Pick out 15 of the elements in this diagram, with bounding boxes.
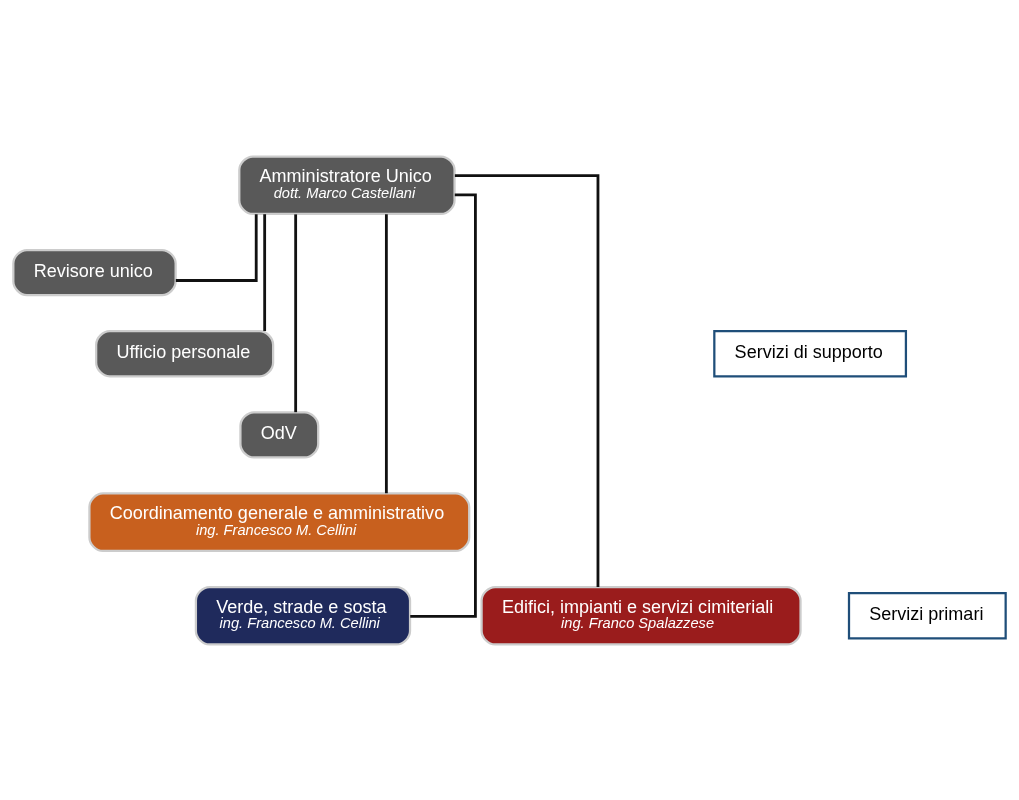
node-box: Ufficio personale [95, 329, 275, 377]
connector [175, 213, 258, 282]
node-box: Verde, strade e sosta ing. Francesco M. Cellini [194, 585, 412, 646]
node-box: OdV [239, 410, 320, 459]
connector [294, 213, 298, 412]
node-box: Edifici, impianti e servizi cimiteriali ing. Franco Spalazzese [480, 585, 802, 646]
connector [384, 213, 388, 493]
connector [263, 213, 267, 331]
connector [410, 192, 477, 618]
node-box: Revisore unico [12, 248, 177, 296]
node-box: Servizi primari [847, 591, 1007, 639]
connector [454, 173, 600, 587]
node-box: Coordinamento generale e amministrativo ing. Francesco M. Cellini [88, 491, 471, 552]
node-box: Servizi di supporto [713, 329, 908, 377]
node-box: Amministratore Unico dott. Marco Castellani [238, 154, 456, 215]
